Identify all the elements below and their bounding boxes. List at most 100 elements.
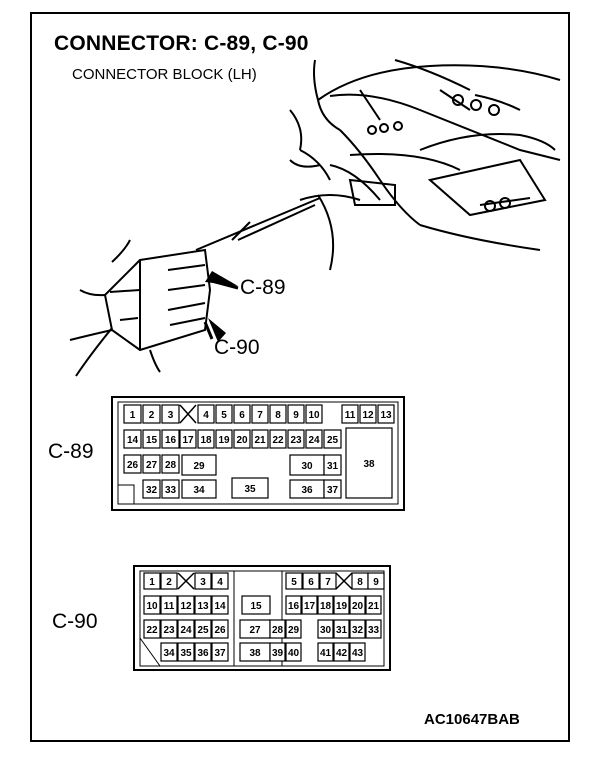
- c89-pin-label: 20: [236, 435, 248, 446]
- c90-pin-label: 15: [250, 601, 262, 612]
- c90-pin-label: 36: [197, 648, 209, 659]
- c89-pin-32: 32: [142, 479, 161, 499]
- c90-pin-29: 29: [285, 619, 302, 639]
- c90-pin-6: 6: [302, 572, 320, 590]
- c90-pin-28: 28: [269, 619, 286, 639]
- c90-pin-label: 23: [163, 625, 175, 636]
- c89-housing: [111, 396, 405, 511]
- page-title: CONNECTOR: C-89, C-90: [54, 32, 309, 55]
- c89-pin-9: 9: [287, 404, 305, 424]
- c90-pin-label: 34: [163, 648, 175, 659]
- c90-pin-label: 10: [146, 601, 158, 612]
- c89-pin-label: 13: [380, 410, 392, 421]
- c90-label: C-90: [52, 610, 98, 633]
- c90-blank-cavity-a: [177, 572, 195, 590]
- c90-pin-32: 32: [349, 619, 366, 639]
- c90-pin-label: 6: [308, 577, 314, 588]
- c89-pin-label: 30: [301, 461, 313, 472]
- c89-pin-28: 28: [161, 454, 180, 474]
- c90-pin-label: 25: [197, 625, 209, 636]
- c90-pin-31: 31: [333, 619, 350, 639]
- c90-pin-label: 1: [149, 577, 155, 588]
- c90-pin-label: 20: [352, 601, 364, 612]
- c90-pin-label: 40: [288, 648, 300, 659]
- c90-pin-label: 43: [352, 648, 364, 659]
- c90-pin-label: 7: [325, 577, 331, 588]
- c89-pin-label: 6: [239, 410, 245, 421]
- c90-pin-11: 11: [160, 595, 178, 615]
- c90-pin-label: 33: [368, 625, 380, 636]
- c90-pin-label: 24: [180, 625, 192, 636]
- c89-pin-35: 35: [231, 477, 269, 499]
- c90-pin-1: 1: [143, 572, 161, 590]
- callout-c89: C-89: [240, 276, 286, 299]
- c90-pin-label: 32: [352, 625, 364, 636]
- c90-pin-label: 11: [164, 601, 175, 612]
- c90-pin-2: 2: [160, 572, 178, 590]
- c90-pin-12: 12: [177, 595, 195, 615]
- c89-pin-27: 27: [142, 454, 161, 474]
- c89-pin-6: 6: [233, 404, 251, 424]
- c90-pin-label: 9: [373, 577, 379, 588]
- c90-pin-label: 29: [288, 625, 300, 636]
- c89-pin-2: 2: [142, 404, 161, 424]
- c89-pin-label: 19: [218, 435, 230, 446]
- c90-pin-36: 36: [194, 642, 212, 662]
- c89-pin-25: 25: [323, 429, 342, 449]
- c89-pin-label: 9: [293, 410, 299, 421]
- c90-pin-label: 30: [320, 625, 332, 636]
- c89-pin-11: 11: [341, 404, 359, 424]
- c89-pin-label: 32: [146, 485, 158, 496]
- c90-pin-label: 5: [291, 577, 297, 588]
- c89-pin-label: 25: [327, 435, 339, 446]
- c90-pin-label: 2: [166, 577, 172, 588]
- c90-pin-27: 27: [239, 619, 271, 639]
- c89-pin-30: 30: [289, 454, 325, 476]
- c90-pin-label: 38: [249, 648, 261, 659]
- image-id-code: AC10647BAB: [424, 711, 520, 728]
- c89-pin-label: 35: [244, 484, 256, 495]
- c89-pin-7: 7: [251, 404, 269, 424]
- c90-pin-label: 26: [214, 625, 226, 636]
- c89-pin-label: 26: [127, 460, 139, 471]
- connector-block-subtitle: CONNECTOR BLOCK (LH): [72, 66, 257, 83]
- c89-pin-label: 12: [362, 410, 374, 421]
- c89-pin-34: 34: [181, 479, 217, 499]
- c90-pin-42: 42: [333, 642, 350, 662]
- c90-pin-20: 20: [349, 595, 366, 615]
- c90-pin-label: 42: [336, 648, 348, 659]
- c89-pin-26: 26: [123, 454, 142, 474]
- c90-pin-14: 14: [211, 595, 229, 615]
- c89-pin-1: 1: [123, 404, 142, 424]
- c89-pin-label: 27: [146, 460, 158, 471]
- c90-pin-21: 21: [365, 595, 382, 615]
- c89-pin-14: 14: [123, 429, 142, 449]
- c90-pin-22: 22: [143, 619, 161, 639]
- c89-pin-label: 36: [301, 485, 313, 496]
- c90-pin-label: 16: [288, 601, 300, 612]
- c90-pin-9: 9: [367, 572, 385, 590]
- c90-pin-39: 39: [269, 642, 286, 662]
- c89-blank-cavity: [179, 404, 197, 424]
- c90-pin-38: 38: [239, 642, 271, 662]
- c90-pin-label: 37: [214, 648, 226, 659]
- c90-pin-35: 35: [177, 642, 195, 662]
- c90-pin-label: 27: [249, 625, 261, 636]
- c90-pin-25: 25: [194, 619, 212, 639]
- c90-pin-15: 15: [241, 595, 271, 615]
- c90-pin-label: 4: [217, 577, 223, 588]
- c90-pin-8: 8: [351, 572, 369, 590]
- c89-pin-label: 11: [345, 410, 356, 421]
- c89-pin-17: 17: [179, 429, 197, 449]
- c90-pin-label: 21: [368, 601, 380, 612]
- c90-pin-label: 13: [197, 601, 209, 612]
- c90-pin-24: 24: [177, 619, 195, 639]
- c89-pin-label: 34: [193, 485, 205, 496]
- c90-pin-label: 31: [336, 625, 348, 636]
- c89-pin-label: 22: [272, 435, 284, 446]
- c90-pin-label: 17: [304, 601, 316, 612]
- c89-pin-13: 13: [377, 404, 395, 424]
- c89-pin-label: 7: [257, 410, 263, 421]
